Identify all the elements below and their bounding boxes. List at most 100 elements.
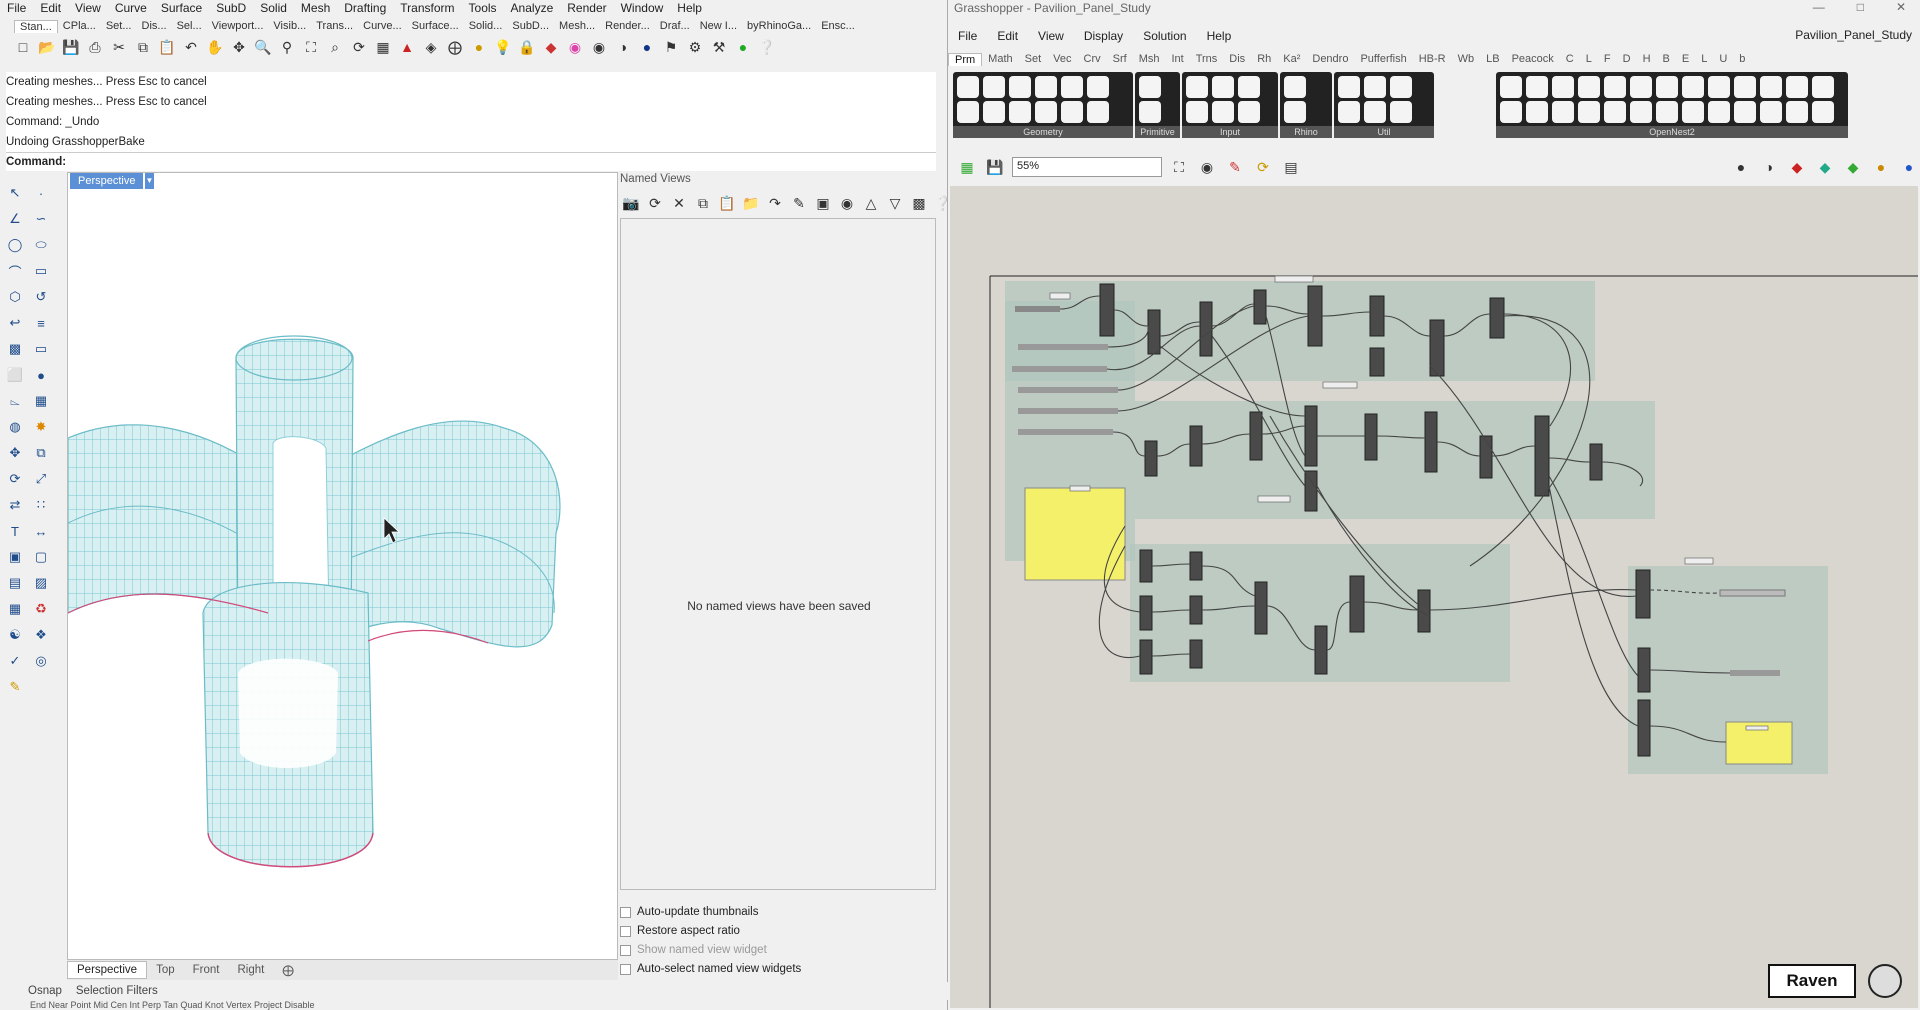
cylinder-icon[interactable]: ⌳ xyxy=(9,393,21,408)
thumbnail-icon[interactable]: ▩ xyxy=(912,194,926,211)
toolbar-tab-ensc[interactable]: Ensc... xyxy=(821,20,855,32)
component-icon[interactable] xyxy=(1009,76,1031,98)
gh-tab-msh-6[interactable]: Msh xyxy=(1138,53,1160,65)
component-icon[interactable] xyxy=(1035,101,1057,123)
tab-top[interactable]: Top xyxy=(156,964,175,976)
component-icon[interactable] xyxy=(1139,76,1161,98)
checkbox[interactable] xyxy=(620,925,631,937)
option-auto-update[interactable]: Auto-update thumbnails xyxy=(620,906,758,918)
copy-icon[interactable]: ⧉ xyxy=(138,38,148,55)
restore-icon[interactable]: ↷ xyxy=(769,194,781,211)
menu-surface[interactable]: Surface xyxy=(160,1,203,15)
component-icon[interactable] xyxy=(1212,101,1234,123)
select-icon[interactable]: ↖ xyxy=(9,185,21,200)
viewport-menu-chevron-icon[interactable]: ▼ xyxy=(144,173,154,189)
layer-icon[interactable]: ◈ xyxy=(425,38,437,55)
component-icon[interactable] xyxy=(1682,101,1704,123)
gh-tab-int-7[interactable]: Int xyxy=(1171,53,1184,65)
component-icon[interactable] xyxy=(1526,76,1548,98)
car-icon[interactable]: ▲ xyxy=(400,39,414,55)
ellipse-icon[interactable]: ⬭ xyxy=(35,237,47,252)
help-icon[interactable]: ❔ xyxy=(758,38,776,55)
gh-tab-h-22[interactable]: H xyxy=(1642,53,1651,65)
polyline-icon[interactable]: ∠ xyxy=(9,211,21,226)
array-icon[interactable]: ∷ xyxy=(36,497,46,512)
raven-badge[interactable]: Raven xyxy=(1768,964,1856,998)
toolbar-tab-dis[interactable]: Dis... xyxy=(141,20,167,32)
component-icon[interactable] xyxy=(1061,76,1083,98)
menu-curve[interactable]: Curve xyxy=(114,1,147,15)
component-icon[interactable] xyxy=(1604,76,1626,98)
toolbar-tab-cpla[interactable]: CPla... xyxy=(62,20,96,32)
component-icon[interactable] xyxy=(1578,101,1600,123)
move-icon[interactable]: ✥ xyxy=(9,445,21,460)
zoom-window-icon[interactable]: ⚲ xyxy=(281,38,293,55)
menu-transform[interactable]: Transform xyxy=(400,1,455,15)
dimension-icon[interactable]: ↔ xyxy=(34,523,48,539)
block-icon[interactable]: ▢ xyxy=(34,549,48,564)
toolbar-tab-surface[interactable]: Surface... xyxy=(411,20,459,32)
component-icon[interactable] xyxy=(1500,101,1522,123)
menu-file[interactable]: File xyxy=(7,1,27,15)
flag-icon[interactable]: ⚑ xyxy=(664,38,678,55)
copy-view-icon[interactable]: ⧉ xyxy=(698,194,708,211)
viewport-title[interactable]: Perspective xyxy=(70,173,144,189)
explode-icon[interactable]: ✸ xyxy=(35,419,47,434)
perspective-viewport[interactable]: Perspective ▼ xyxy=(67,172,618,960)
save-icon[interactable]: 💾 xyxy=(62,38,80,55)
box-icon[interactable]: ⬜ xyxy=(6,367,24,382)
toolbar-tab-render[interactable]: Render... xyxy=(605,20,650,32)
component-icon[interactable] xyxy=(1390,76,1412,98)
component-icon[interactable] xyxy=(1009,101,1031,123)
component-icon[interactable] xyxy=(1578,76,1600,98)
spiral-icon[interactable]: ↺ xyxy=(35,289,47,304)
component-icon[interactable] xyxy=(1734,101,1756,123)
gh-tab-srf-5[interactable]: Srf xyxy=(1112,53,1127,65)
menu-drafting[interactable]: Drafting xyxy=(344,1,387,15)
sphere-solid-icon[interactable]: ● xyxy=(37,367,45,383)
component-icon[interactable] xyxy=(1708,101,1730,123)
fillet-icon[interactable]: ↩ xyxy=(9,315,21,330)
command-prompt[interactable]: Command: xyxy=(6,152,936,171)
menu-tools[interactable]: Tools xyxy=(468,1,497,15)
grid-array-icon[interactable]: ▦ xyxy=(8,601,22,616)
gh-tab-l-25[interactable]: L xyxy=(1701,53,1708,65)
render-tool-icon[interactable]: ☯ xyxy=(9,627,21,642)
move-view-icon[interactable]: ✥ xyxy=(233,38,245,55)
analyze-icon[interactable]: ♻ xyxy=(35,601,47,616)
component-icon[interactable] xyxy=(1526,101,1548,123)
toolbar-tab-subd[interactable]: SubD... xyxy=(512,20,550,32)
gh-tab-d-21[interactable]: D xyxy=(1622,53,1631,65)
open-file-icon[interactable]: 📂 xyxy=(38,38,56,55)
close-icon[interactable]: ✕ xyxy=(1895,0,1906,14)
refresh-icon[interactable]: ⟳ xyxy=(649,194,661,211)
eye-icon[interactable]: ◉ xyxy=(840,194,854,211)
zoom-selected-icon[interactable]: ⌕ xyxy=(331,38,339,55)
light-icon[interactable]: ● xyxy=(474,39,484,55)
render-icon[interactable]: ◉ xyxy=(592,38,606,55)
option-show-widget[interactable]: Show named view widget xyxy=(620,944,767,956)
component-icon[interactable] xyxy=(1238,101,1260,123)
document-name[interactable]: Pavilion_Panel_Study xyxy=(1795,28,1912,42)
mesh-icon[interactable]: ▦ xyxy=(34,393,48,408)
gh-tab-f-20[interactable]: F xyxy=(1603,53,1611,65)
zoom-icon[interactable]: 🔍 xyxy=(254,38,272,55)
gh-tab-pufferfish-13[interactable]: Pufferfish xyxy=(1360,53,1407,65)
sketch-icon[interactable]: ✎ xyxy=(1229,158,1241,175)
environment-icon[interactable]: ◑ xyxy=(618,39,628,55)
gh-tab-hb-r-14[interactable]: HB-R xyxy=(1418,53,1446,65)
toolbar-tab-stan[interactable]: Stan... xyxy=(14,19,58,33)
gh-tab-b-27[interactable]: b xyxy=(1739,53,1746,65)
component-icon[interactable] xyxy=(957,76,979,98)
zoom-extents-gh-icon[interactable]: ⛶ xyxy=(1174,158,1184,175)
component-icon[interactable] xyxy=(1734,76,1756,98)
component-icon[interactable] xyxy=(1760,101,1782,123)
menu-view[interactable]: View xyxy=(75,1,101,15)
document-preview-icon[interactable]: ◆ xyxy=(1819,158,1831,175)
hatch-icon[interactable]: ▨ xyxy=(34,575,48,590)
gh-tab-dendro-12[interactable]: Dendro xyxy=(1312,53,1349,65)
component-icon[interactable] xyxy=(1786,76,1808,98)
toolbar-tab-new-i[interactable]: New I... xyxy=(699,20,738,32)
new-file-icon[interactable]: □ xyxy=(18,39,28,55)
component-icon[interactable] xyxy=(1786,101,1808,123)
